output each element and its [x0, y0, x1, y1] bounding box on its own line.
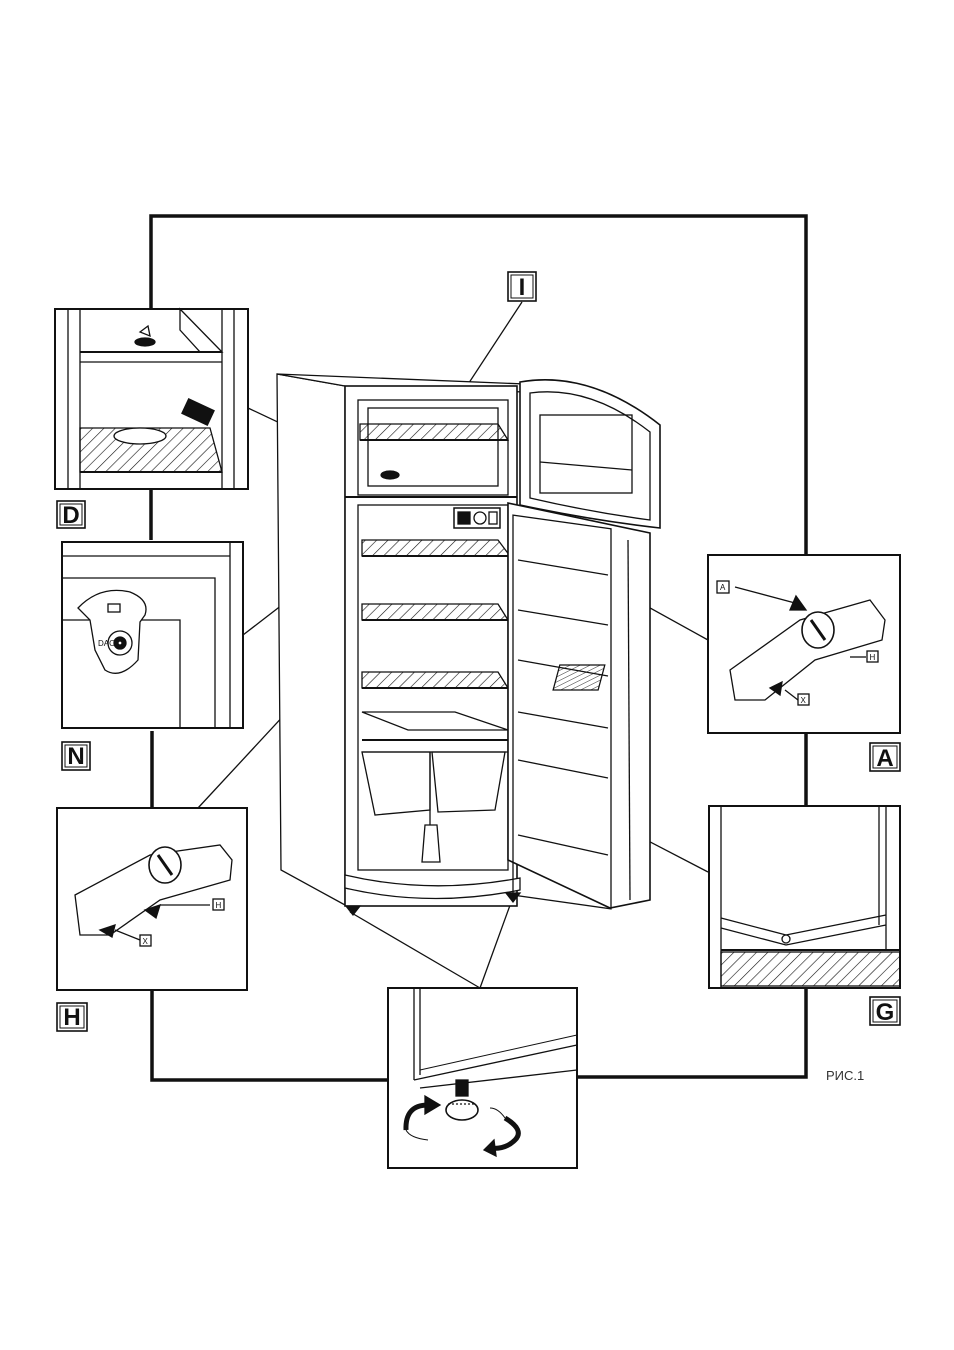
inset-n: DAO [62, 542, 243, 728]
label-d: D [57, 501, 85, 529]
label-h: H [57, 1003, 87, 1031]
tag-a-x: X [801, 696, 807, 705]
svg-text:A: A [876, 745, 893, 772]
svg-text:I: I [519, 274, 526, 301]
svg-text:N: N [67, 743, 84, 770]
inset-d [55, 309, 248, 489]
label-a: A [870, 743, 900, 772]
svg-text:G: G [876, 999, 895, 1026]
svg-text:H: H [63, 1004, 80, 1031]
refrigerator [277, 374, 660, 915]
tag-h-h: H [216, 901, 222, 910]
svg-text:DAO: DAO [98, 639, 115, 648]
svg-text:D: D [62, 502, 79, 529]
figure-caption: РИС.1 [826, 1068, 864, 1083]
inset-h: H X [0, 808, 247, 990]
tag-a-h: H [870, 653, 876, 662]
label-i: I [508, 272, 536, 301]
tag-h-x: X [143, 937, 149, 946]
label-n: N [62, 742, 90, 770]
inset-feet [388, 988, 577, 1168]
label-g: G [870, 997, 900, 1026]
tag-a-a: A [720, 583, 726, 592]
inset-g [709, 806, 900, 988]
